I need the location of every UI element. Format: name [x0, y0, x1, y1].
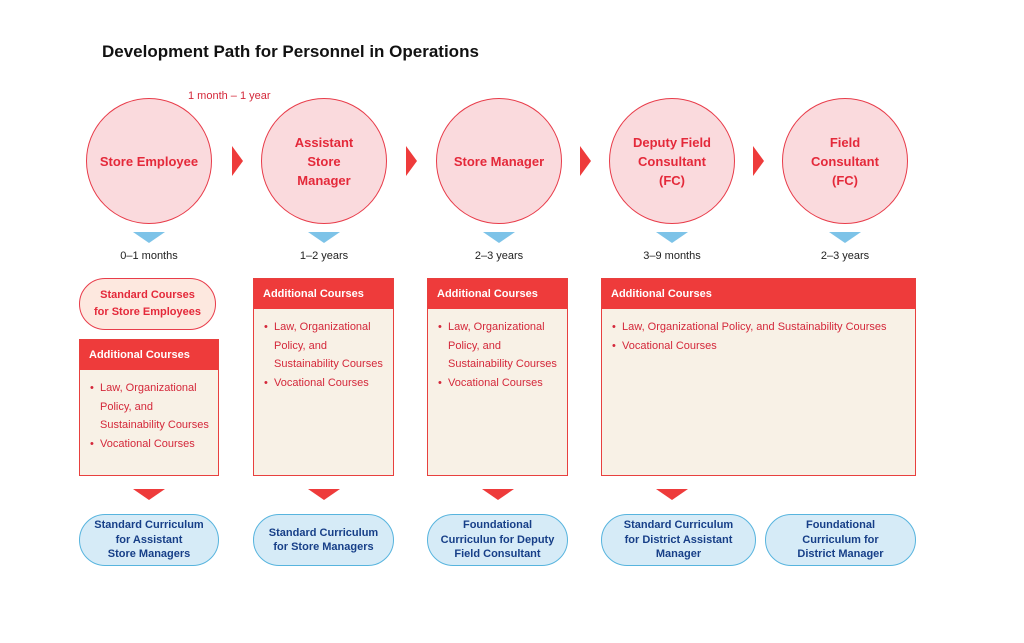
duration-marker-icon	[133, 232, 165, 243]
curriculum-label: Foundational Curriculum for District Man…	[797, 519, 884, 561]
stage-assistant-store-manager: Assistant Store Manager	[261, 98, 387, 224]
curriculum-pill: Foundational Curriculun for Deputy Field…	[427, 514, 568, 566]
duration-label: 2–3 years	[474, 250, 524, 262]
list-item: Vocational Courses	[612, 337, 909, 356]
duration-label: 0–1 months	[120, 250, 178, 262]
stage-label: Store Manager	[453, 153, 545, 169]
duration-marker-icon	[656, 232, 688, 243]
duration-marker-icon	[308, 232, 340, 243]
additional-courses-box: Additional Courses Law, Organizational P…	[253, 278, 394, 476]
course-list: Law, Organizational Policy, and Sustaina…	[254, 309, 393, 392]
course-list: Law, Organizational Policy, and Sustaina…	[80, 370, 218, 453]
progression-arrow-icon	[753, 146, 764, 176]
box-header: Additional Courses	[80, 340, 218, 370]
progression-arrow-icon	[406, 146, 417, 176]
box-header: Additional Courses	[428, 279, 567, 309]
list-item: Vocational Courses	[264, 374, 387, 393]
down-arrow-icon	[133, 489, 165, 500]
duration-label: 3–9 months	[643, 250, 701, 262]
list-item: Law, Organizational Policy, and Sustaina…	[90, 379, 212, 435]
course-list: Law, Organizational Policy, and Sustaina…	[602, 309, 915, 355]
stage-store-manager: Store Manager	[436, 98, 562, 224]
transition-note: 1 month – 1 year	[188, 90, 271, 102]
list-item: Vocational Courses	[438, 374, 561, 393]
box-header: Additional Courses	[602, 279, 915, 309]
stage-label: Store Employee	[99, 153, 199, 169]
down-arrow-icon	[656, 489, 688, 500]
down-arrow-icon	[308, 489, 340, 500]
duration-label: 1–2 years	[299, 250, 349, 262]
list-item: Vocational Courses	[90, 435, 212, 454]
list-item: Law, Organizational Policy, and Sustaina…	[438, 318, 561, 374]
list-item: Law, Organizational Policy, and Sustaina…	[612, 318, 909, 337]
curriculum-label: Foundational Curriculun for Deputy Field…	[440, 519, 555, 561]
duration-marker-icon	[829, 232, 861, 243]
course-list: Law, Organizational Policy, and Sustaina…	[428, 309, 567, 392]
standard-courses-label: Standard Courses for Store Employees	[94, 289, 201, 318]
stage-label: Assistant Store Manager	[294, 134, 354, 188]
additional-courses-box: Additional Courses Law, Organizational P…	[79, 339, 219, 476]
curriculum-pill: Foundational Curriculum for District Man…	[765, 514, 916, 566]
duration-marker-icon	[483, 232, 515, 243]
page-title: Development Path for Personnel in Operat…	[102, 42, 479, 61]
stage-field-consultant: Field Consultant (FC)	[782, 98, 908, 224]
duration-label: 2–3 years	[820, 250, 870, 262]
stage-store-employee: Store Employee	[86, 98, 212, 224]
stage-label: Field Consultant (FC)	[811, 134, 879, 188]
progression-arrow-icon	[580, 146, 591, 176]
additional-courses-box: Additional Courses Law, Organizational P…	[601, 278, 916, 476]
curriculum-label: Standard Curriculum for District Assista…	[623, 519, 734, 561]
curriculum-pill: Standard Curriculum for Assistant Store …	[79, 514, 219, 566]
stage-label: Deputy Field Consultant (FC)	[632, 134, 711, 188]
curriculum-pill: Standard Curriculum for District Assista…	[601, 514, 756, 566]
progression-arrow-icon	[232, 146, 243, 176]
curriculum-label: Standard Curriculum for Store Managers	[268, 526, 379, 554]
down-arrow-icon	[482, 489, 514, 500]
box-header: Additional Courses	[254, 279, 393, 309]
curriculum-label: Standard Curriculum for Assistant Store …	[94, 519, 204, 561]
additional-courses-box: Additional Courses Law, Organizational P…	[427, 278, 568, 476]
list-item: Law, Organizational Policy, and Sustaina…	[264, 318, 387, 374]
standard-courses-pill: Standard Courses for Store Employees	[79, 278, 216, 330]
stage-deputy-field-consultant: Deputy Field Consultant (FC)	[609, 98, 735, 224]
curriculum-pill: Standard Curriculum for Store Managers	[253, 514, 394, 566]
